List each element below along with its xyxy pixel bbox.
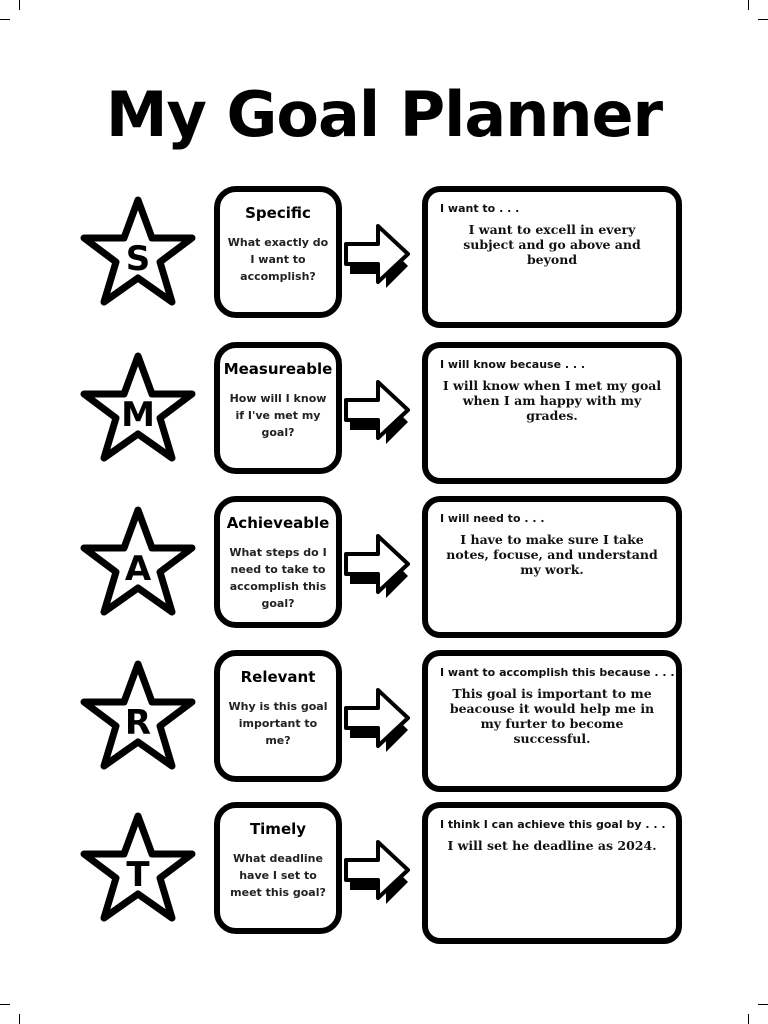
- smart-row-a: A Achieveable What steps do I need to ta…: [0, 496, 768, 646]
- crop-mark: [758, 19, 768, 20]
- answer-prompt: I want to accomplish this because . . .: [440, 666, 675, 679]
- smart-row-s: S Specific What exactly do I want to acc…: [0, 186, 768, 336]
- star-icon: R: [76, 656, 200, 780]
- step-box: Timely What deadline have I set to meet …: [214, 802, 342, 934]
- answer-text[interactable]: I will know when I met my goal when I am…: [442, 378, 662, 423]
- crop-mark: [748, 0, 749, 10]
- crop-mark: [19, 0, 20, 10]
- step-box: Measureable How will I know if I've met …: [214, 342, 342, 474]
- answer-box[interactable]: I want to accomplish this because . . . …: [422, 650, 682, 792]
- step-title: Relevant: [240, 668, 316, 686]
- answer-prompt: I will know because . . .: [440, 358, 586, 371]
- star-letter: A: [125, 549, 152, 589]
- step-question: What deadline have I set to meet this go…: [230, 852, 326, 899]
- crop-mark: [758, 1004, 768, 1005]
- smart-row-m: M Measureable How will I know if I've me…: [0, 342, 768, 492]
- step-title: Timely: [249, 820, 307, 838]
- step-question: What exactly do I want to accomplish?: [227, 236, 329, 283]
- right-arrow-icon: [342, 372, 416, 452]
- answer-text[interactable]: This goal is important to me beacouse it…: [449, 686, 655, 746]
- star-icon: S: [76, 192, 200, 316]
- crop-mark: [0, 1004, 10, 1005]
- step-question: How will I know if I've met my goal?: [229, 392, 327, 439]
- step-title: Measureable: [223, 360, 333, 378]
- star-letter: S: [126, 239, 151, 279]
- star-icon: M: [76, 348, 200, 472]
- step-box: Achieveable What steps do I need to take…: [214, 496, 342, 628]
- star-icon: A: [76, 502, 200, 626]
- crop-mark: [0, 19, 10, 20]
- star-letter: T: [126, 855, 150, 895]
- step-title: Specific: [245, 204, 311, 222]
- answer-prompt: I will need to . . .: [440, 512, 545, 525]
- answer-box[interactable]: I will need to . . . I have to make sure…: [422, 496, 682, 638]
- step-question: What steps do I need to take to accompli…: [229, 546, 327, 610]
- answer-box[interactable]: I will know because . . . I will know wh…: [422, 342, 682, 484]
- answer-box[interactable]: I want to . . . I want to excell in ever…: [422, 186, 682, 328]
- step-title: Achieveable: [226, 514, 330, 532]
- star-letter: M: [121, 395, 155, 435]
- step-box: Specific What exactly do I want to accom…: [214, 186, 342, 318]
- right-arrow-icon: [342, 832, 416, 912]
- star-icon: T: [76, 808, 200, 932]
- star-letter: R: [125, 703, 151, 743]
- step-box: Relevant Why is this goal important to m…: [214, 650, 342, 782]
- smart-row-r: R Relevant Why is this goal important to…: [0, 650, 768, 800]
- smart-row-t: T Timely What deadline have I set to mee…: [0, 802, 768, 952]
- page-title: My Goal Planner: [105, 78, 663, 151]
- right-arrow-icon: [342, 526, 416, 606]
- step-question: Why is this goal important to me?: [228, 700, 328, 747]
- crop-mark: [748, 1014, 749, 1024]
- answer-text[interactable]: I want to excell in every subject and go…: [463, 222, 641, 267]
- right-arrow-icon: [342, 680, 416, 760]
- answer-text[interactable]: I will set he deadline as 2024.: [447, 838, 657, 853]
- answer-prompt: I think I can achieve this goal by . . .: [440, 818, 666, 831]
- answer-text[interactable]: I have to make sure I take notes, focuse…: [446, 532, 658, 577]
- answer-prompt: I want to . . .: [440, 202, 520, 215]
- right-arrow-icon: [342, 216, 416, 296]
- answer-box[interactable]: I think I can achieve this goal by . . .…: [422, 802, 682, 944]
- crop-mark: [19, 1014, 20, 1024]
